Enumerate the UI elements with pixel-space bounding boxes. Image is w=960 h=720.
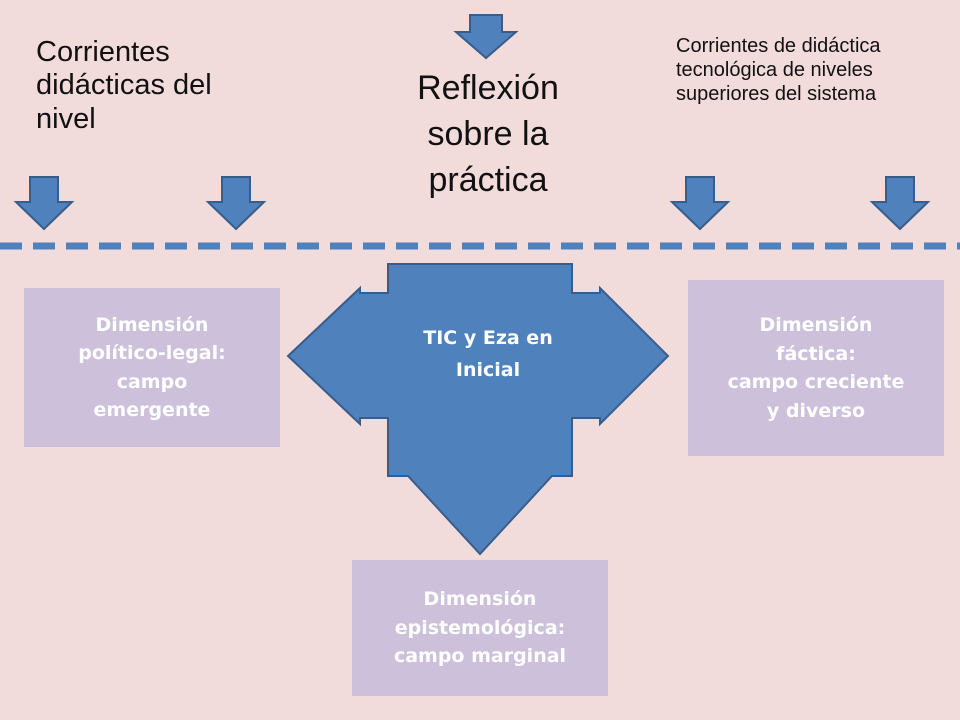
label-corrientes-didacticas: Corrientes didácticas del nivel	[36, 36, 212, 135]
label-reflexion-practica: Reflexión sobre la práctica	[417, 69, 559, 199]
label-corrientes-tecnologica: Corrientes de didáctica tecnológica de n…	[676, 35, 881, 105]
three-way-arrow-shape	[286, 263, 670, 556]
down-arrow-icon-left-1	[13, 176, 75, 231]
center-label-tic: TIC y Eza en Inicial	[423, 327, 553, 382]
down-arrow-icon-right-2	[869, 176, 931, 231]
down-arrow-icon-right-1	[669, 176, 731, 231]
box-dimension-factica: Dimensión fáctica: campo creciente y div…	[688, 280, 944, 456]
box-dimension-epistemologica: Dimensión epistemológica: campo marginal	[352, 560, 608, 696]
down-arrow-icon-top-center	[453, 14, 519, 60]
down-arrow-icon-left-2	[205, 176, 267, 231]
box-dimension-politico-legal: Dimensión político-legal: campo emergent…	[24, 288, 280, 447]
